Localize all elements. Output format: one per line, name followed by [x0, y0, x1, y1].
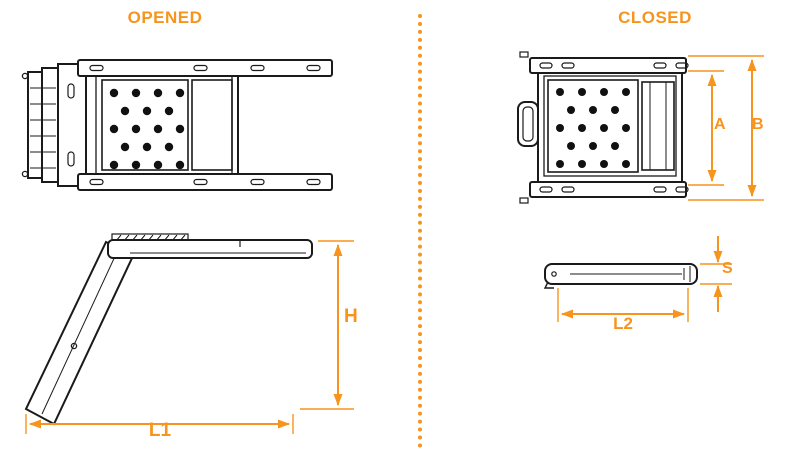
closed-header: CLOSED — [618, 8, 692, 27]
dim-s-line — [700, 236, 732, 312]
mounting-rails-closed — [529, 57, 689, 198]
closed-top-view-drawing — [517, 51, 764, 204]
dim-l2-label: L2 — [613, 314, 633, 333]
step-arm — [107, 233, 313, 259]
dim-s-label: S — [722, 260, 733, 277]
dim-b-label: B — [752, 116, 764, 133]
perforated-tread — [109, 88, 185, 170]
opened-top-view-drawing — [21, 59, 333, 191]
dim-a-label: A — [714, 116, 726, 133]
dim-h-label: H — [344, 306, 358, 327]
closed-side-view-drawing — [543, 236, 732, 322]
opened-side-view-drawing — [24, 233, 354, 434]
dim-a-line — [688, 70, 724, 186]
section-divider — [418, 14, 422, 448]
step-leg — [24, 240, 135, 426]
dim-l1-line — [25, 414, 294, 434]
closed-step-profile — [543, 263, 698, 289]
dim-b-line — [688, 55, 764, 201]
dim-h-line — [300, 240, 354, 410]
opened-header: OPENED — [127, 8, 203, 27]
mounting-rails — [77, 59, 333, 191]
perforated-tread-closed — [556, 88, 630, 168]
folded-linkage — [21, 63, 87, 187]
dim-l1-label: L1 — [148, 420, 172, 441]
dim-l2-line — [557, 288, 689, 322]
carry-handle — [517, 51, 539, 204]
